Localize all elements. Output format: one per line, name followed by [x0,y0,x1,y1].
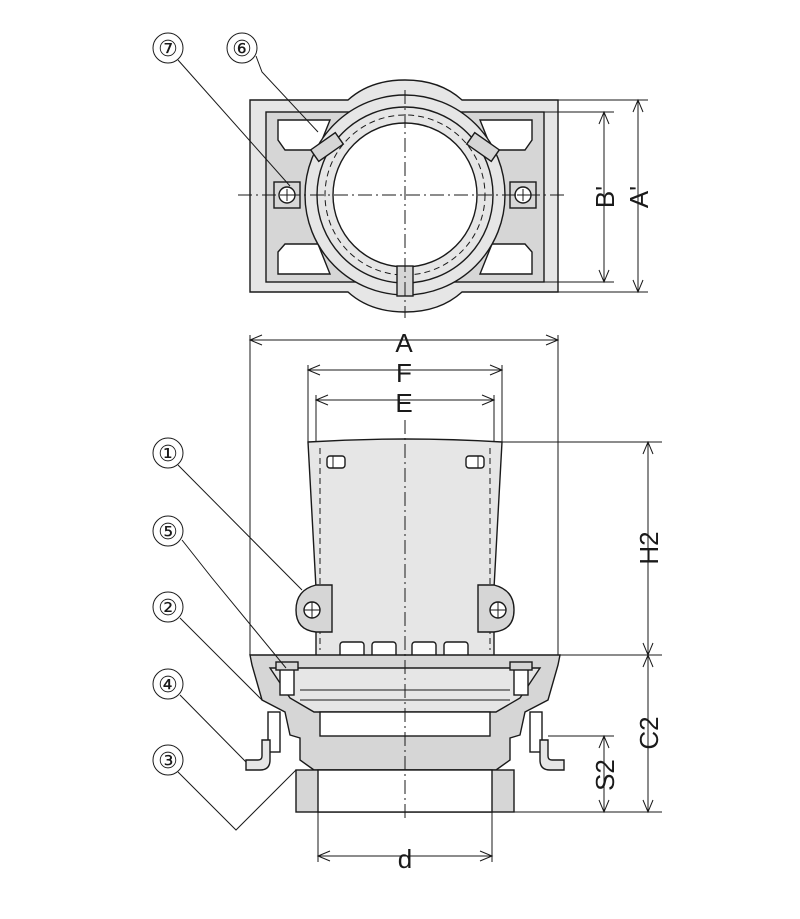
dim-label-f: F [396,358,412,388]
anchor-bolt-left-stud [267,711,281,753]
dim-label-s2: S2 [590,759,620,791]
svg-text:⑦: ⑦ [158,36,178,61]
plan-pocket-tl [277,119,332,151]
callout-7: ⑦ [152,32,291,187]
svg-text:③: ③ [158,748,178,773]
dim-label-a-prime: A' [624,186,654,208]
anchor-hook-left [245,739,271,771]
body-bolt-right [509,661,533,696]
plan-lug-right [465,131,501,163]
plan-pocket-bl [277,243,332,275]
elevation-view: A F E [245,328,664,874]
callout-2: ② [152,591,263,701]
plan-view: B' A' [238,79,654,318]
dim-label-d: d [398,844,412,874]
plan-lug-left [309,131,345,163]
plan-pocket-br [478,243,533,275]
callout-5: ⑤ [152,515,287,669]
svg-text:②: ② [158,595,178,620]
dim-label-b-prime: B' [590,186,620,208]
svg-text:⑥: ⑥ [232,36,252,61]
anchor-bolt-right-stud [529,711,543,753]
strainer-slot-right [465,455,485,469]
svg-text:④: ④ [158,672,178,697]
anchor-hook-right [539,739,565,771]
strainer-slot-left [326,455,346,469]
svg-text:⑤: ⑤ [158,519,178,544]
svg-text:①: ① [158,441,178,466]
dim-label-c2: C2 [634,716,664,749]
body-bolt-left [275,661,299,696]
callout-3: ③ [152,744,297,831]
dim-label-e: E [395,388,412,418]
dim-label-h2: H2 [634,531,664,564]
callout-1: ① [152,437,303,591]
dim-label-a: A [395,328,413,358]
callout-6: ⑥ [226,32,319,133]
callout-4: ④ [152,668,247,763]
